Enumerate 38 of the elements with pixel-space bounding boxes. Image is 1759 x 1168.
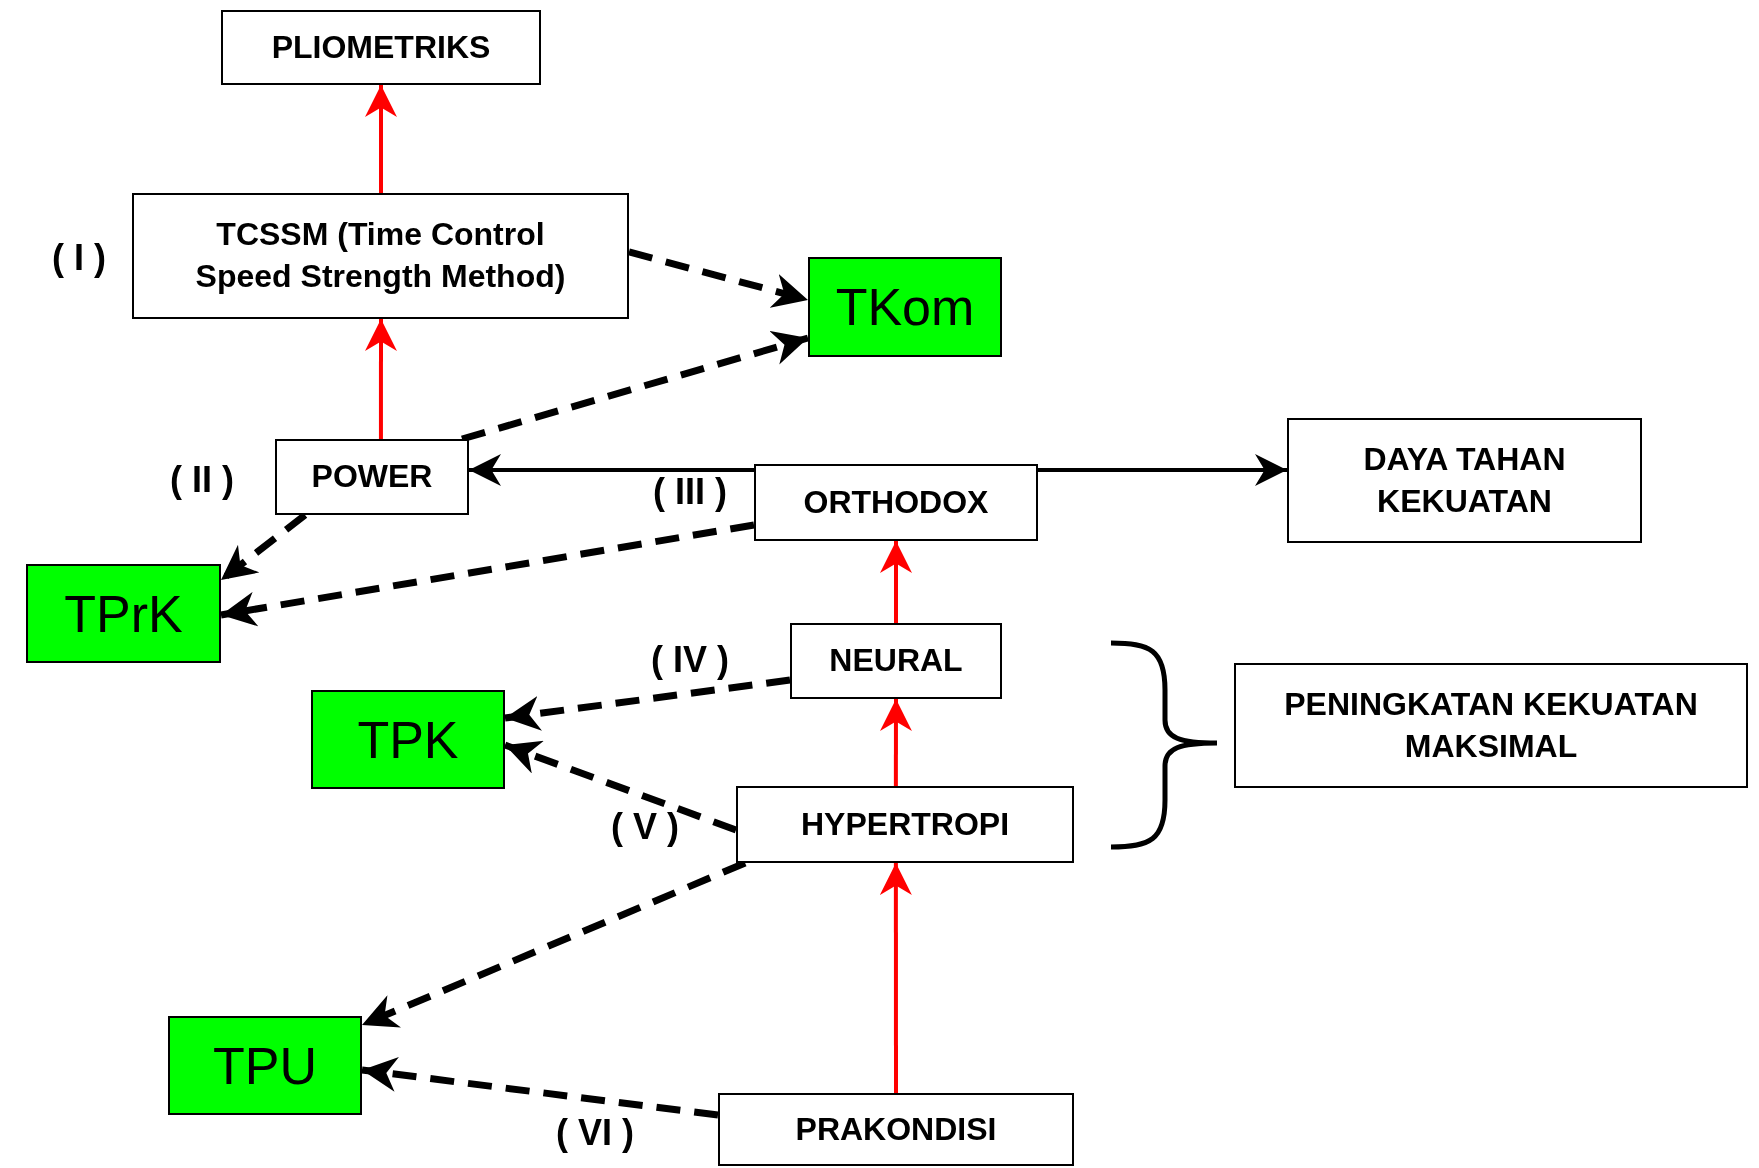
step-label: ( VI ): [556, 1115, 634, 1151]
arrow: [879, 863, 912, 1093]
highlight-box: [808, 257, 1002, 357]
arrow: [879, 699, 912, 786]
box-label: ORTHODOX: [803, 482, 989, 522]
step-label: ( II ): [170, 462, 234, 498]
arrow: [504, 676, 791, 731]
box-label: TKom: [835, 281, 975, 333]
box-label: HYPERTROPI: [801, 804, 1009, 844]
arrow: [220, 521, 755, 627]
highlight-box: [26, 564, 221, 663]
box-label: TPU: [213, 1039, 317, 1092]
box-label: POWER: [311, 457, 433, 497]
step-label: ( III ): [653, 474, 727, 510]
highlight-box: [168, 1016, 362, 1115]
process-box: [1287, 418, 1642, 543]
arrow: [361, 1057, 719, 1119]
process-box: [1234, 663, 1748, 788]
box-label: NEURAL: [829, 641, 963, 681]
arrow: [365, 85, 397, 193]
box-label: TCSSM (Time Control Speed Strength Method): [194, 215, 567, 296]
box-label: PLIOMETRIKS: [271, 27, 491, 67]
arrow: [365, 319, 397, 439]
box-label: PRAKONDISI: [795, 1109, 997, 1149]
process-box: [221, 10, 541, 85]
box-label: DAYA TAHAN KEKUATAN: [1362, 439, 1567, 521]
arrow: [628, 248, 809, 308]
step-label: ( V ): [611, 809, 679, 845]
step-label: ( IV ): [651, 642, 729, 678]
arrow: [1038, 454, 1287, 486]
box-label: TPrK: [64, 587, 183, 640]
arrow: [880, 541, 912, 623]
arrow: [461, 331, 809, 443]
box-label: PENINGKATAN KEKUATAN MAKSIMAL: [1283, 684, 1699, 766]
box-label: TPK: [357, 713, 459, 766]
step-label: ( I ): [52, 240, 106, 276]
arrow: [469, 454, 754, 486]
highlight-box: [311, 690, 505, 789]
